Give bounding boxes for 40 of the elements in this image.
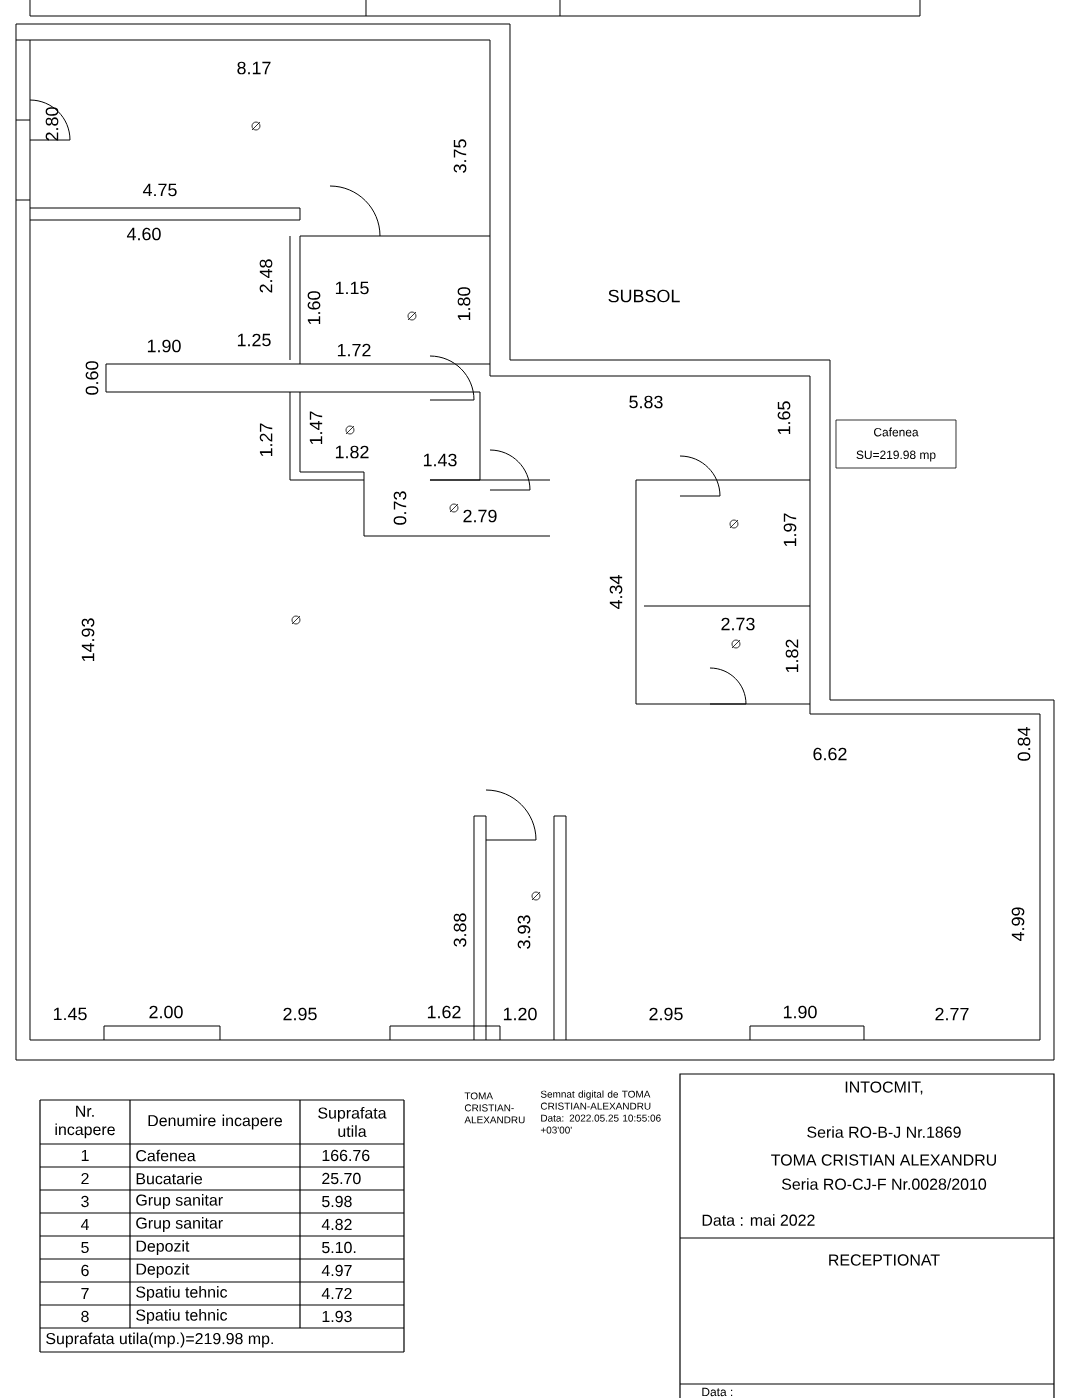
dimension-label: 1.82 <box>785 639 799 673</box>
dimension-label: 2.48 <box>259 259 273 293</box>
dimension-label: 14.93 <box>81 618 95 662</box>
dimension-label: 2.73 <box>721 617 755 631</box>
dimension-label: 1.20 <box>503 1007 537 1021</box>
dimension-label: 1.47 <box>309 411 323 445</box>
dimension-label: 1.27 <box>259 423 273 457</box>
dimension-label: 1.62 <box>427 1005 461 1019</box>
dimension-label: 1.45 <box>53 1007 87 1021</box>
dimension-label: 2.95 <box>283 1007 317 1021</box>
dimension-label: 3.75 <box>453 139 467 173</box>
dimension-label: 2.79 <box>463 509 497 523</box>
dimension-label: 1.97 <box>783 513 797 547</box>
dimension-label: 1.60 <box>307 291 321 325</box>
dimension-label: 1.90 <box>147 339 181 353</box>
dimension-label: 1.80 <box>457 287 471 321</box>
dimension-label: 1.15 <box>335 281 369 295</box>
dimension-label: 2.95 <box>649 1007 683 1021</box>
dimension-label: 3.93 <box>517 915 531 949</box>
dimension-label: 1.43 <box>423 453 457 467</box>
dimension-label: 5.83 <box>629 395 663 409</box>
dimension-label: 1.82 <box>335 445 369 459</box>
dimension-label: 1.65 <box>777 401 791 435</box>
dimension-label: 1.25 <box>237 333 271 347</box>
room-label: SUBSOL <box>608 289 680 303</box>
dimension-label: 6.62 <box>813 747 847 761</box>
dimension-label: 2.77 <box>935 1007 969 1021</box>
dimension-label: 4.60 <box>126 227 161 241</box>
dimension-label: 8.17 <box>237 61 271 75</box>
dimension-label: 4.34 <box>609 575 623 610</box>
dimension-label: 0.73 <box>393 491 407 525</box>
dimension-label: 0.84 <box>1017 727 1031 761</box>
dimension-label: 1.90 <box>783 1005 817 1019</box>
dimension-label: 4.99 <box>1011 907 1025 942</box>
dimension-label: 3.88 <box>453 913 467 947</box>
dimension-label: 2.00 <box>149 1005 183 1019</box>
dimension-label: 2.80 <box>45 107 59 141</box>
dimension-label: 4.75 <box>142 183 177 197</box>
dimension-label: 1.72 <box>337 343 371 357</box>
dimension-label: 0.60 <box>85 361 99 395</box>
